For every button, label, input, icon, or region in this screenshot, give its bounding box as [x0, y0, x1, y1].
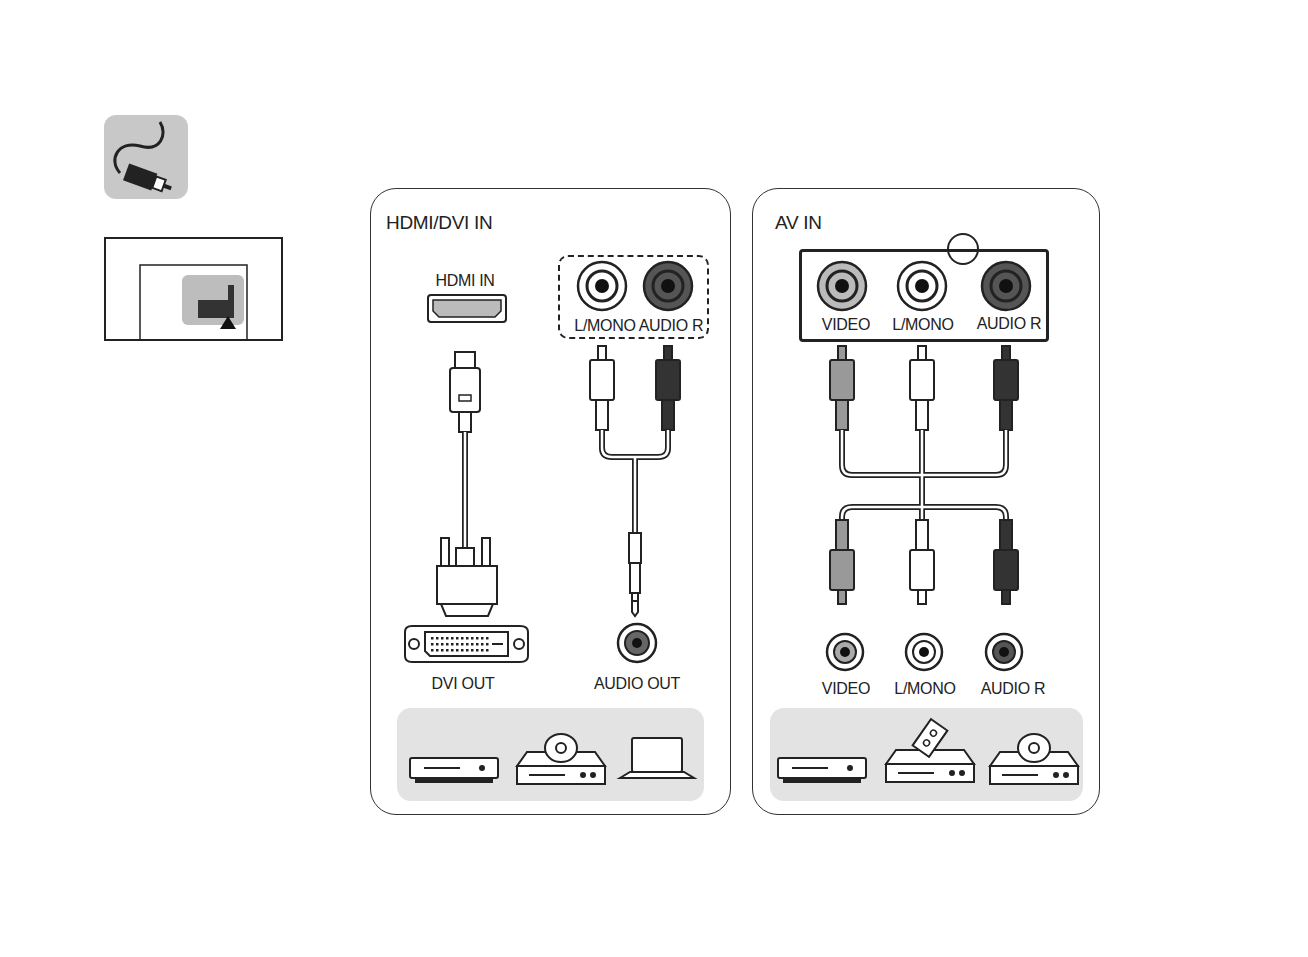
panel-heading: HDMI/DVI IN — [386, 213, 492, 234]
jack-label: AUDIO R — [639, 317, 704, 335]
port-label: VIDEO — [822, 680, 870, 698]
jack-label: L/MONO — [574, 317, 635, 335]
jack-group-box: L/MONOAUDIO R — [558, 255, 709, 339]
panel-heading: AV IN — [775, 213, 822, 234]
port-label: L/MONO — [894, 680, 955, 698]
jack-label: VIDEO — [822, 316, 870, 334]
jack-label: L/MONO — [892, 316, 953, 334]
panel-box: AV IN VIDEO L/MONO AUDIO R — [752, 188, 1100, 815]
port-label: DVI OUT — [432, 675, 495, 693]
jack-label: AUDIO R — [977, 315, 1042, 333]
location-icon — [105, 238, 282, 340]
port-label: AUDIO OUT — [594, 675, 680, 693]
port-label: HDMI IN — [435, 272, 494, 290]
jack-group-box: VIDEO L/MONO AUDIO R — [799, 249, 1049, 342]
cable-icon — [104, 115, 188, 199]
panel-box: HDMI/DVI IN L/MONOAUDIO R — [370, 188, 731, 815]
port-label: AUDIO R — [981, 680, 1046, 698]
